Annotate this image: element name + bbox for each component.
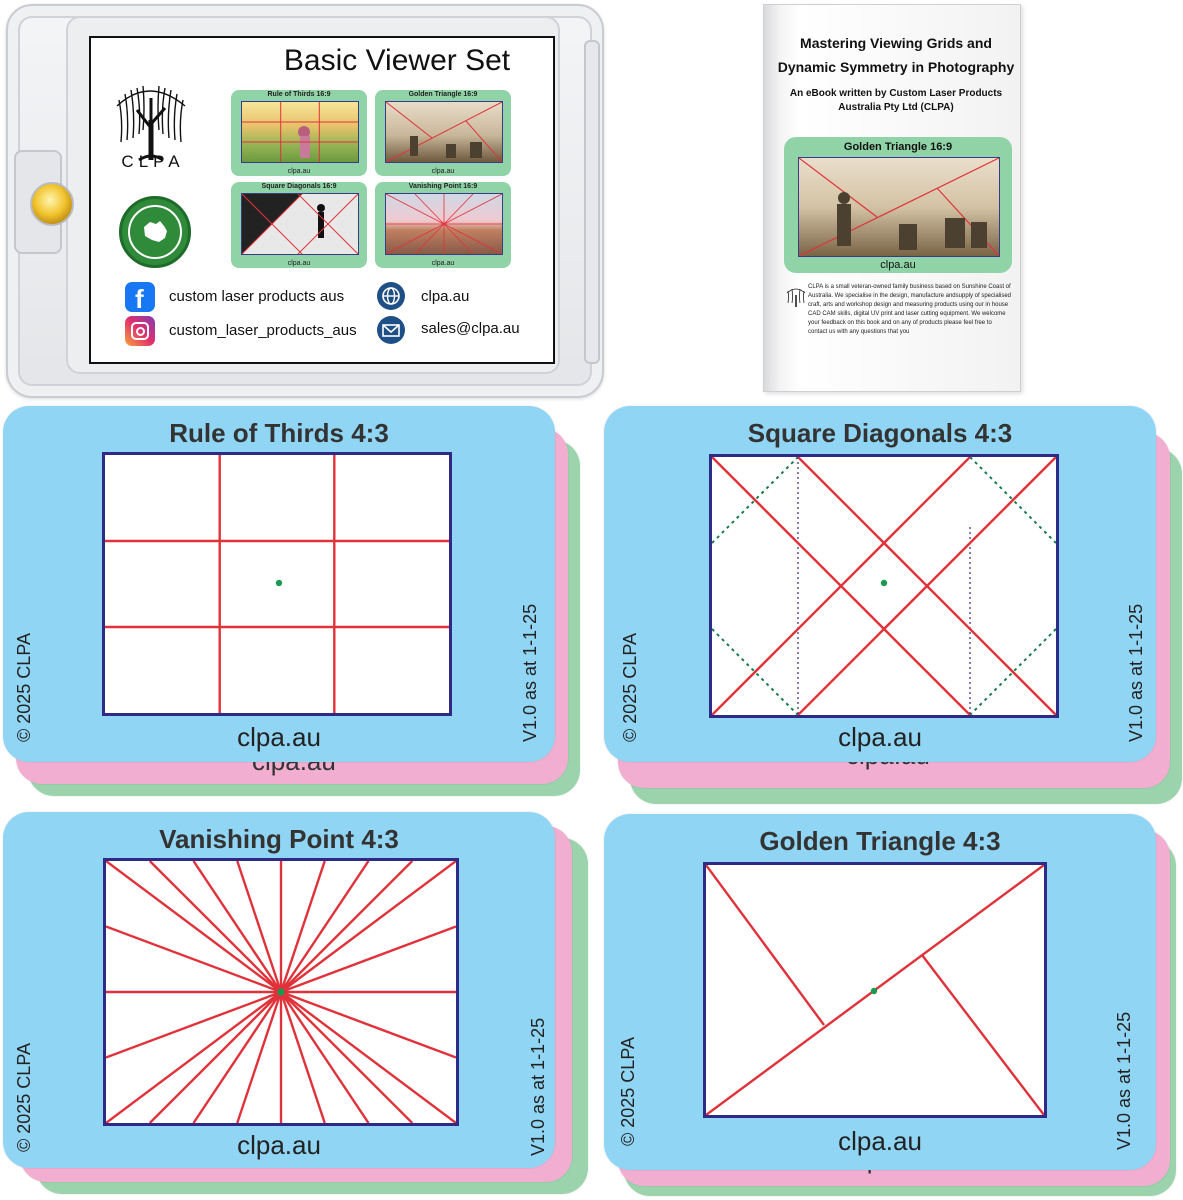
globe-icon[interactable] bbox=[377, 282, 405, 310]
website-link[interactable]: clpa.au bbox=[421, 288, 470, 305]
mini-card-square-diagonals: Square Diagonals 16:9 clpa.au bbox=[231, 182, 367, 268]
card-version: V1.0 as at 1-1-25 bbox=[520, 603, 540, 742]
book-tree-logo-icon bbox=[786, 288, 806, 307]
card-footer-url: clpa.au bbox=[237, 1130, 321, 1160]
book-title: Mastering Viewing Grids and Dynamic Symm… bbox=[777, 35, 1015, 75]
grid-frame bbox=[102, 452, 452, 716]
viewer-set-insert: Basic Viewer Set CLPA Rule of Thirds 16:… bbox=[89, 36, 555, 364]
center-dot bbox=[870, 987, 878, 995]
facebook-handle[interactable]: custom laser products aus bbox=[169, 288, 345, 305]
grid-frame bbox=[709, 454, 1059, 718]
card-copyright: © 2025 CLPA bbox=[620, 633, 640, 742]
insert-title: Basic Viewer Set bbox=[283, 44, 511, 77]
card-copyright: © 2025 CLPA bbox=[14, 1043, 34, 1152]
willow-tree-logo-icon bbox=[116, 85, 186, 162]
card-square-diagonals: Square Diagonals 4:3 clpa.au bbox=[604, 406, 1156, 762]
card-copyright: © 2025 CLPA bbox=[618, 1037, 638, 1146]
mini-card-golden-triangle: Golden Triangle 16:9 clpa.au bbox=[375, 90, 511, 176]
book-soldiers-photo bbox=[798, 157, 1000, 257]
facebook-icon[interactable]: f bbox=[125, 282, 155, 314]
brand-wordmark: CLPA bbox=[121, 152, 185, 171]
book-cover-card: Golden Triangle 16:9 clpa.au bbox=[784, 137, 1012, 273]
instagram-icon[interactable] bbox=[125, 316, 155, 346]
square-diagonals-grid bbox=[711, 456, 1057, 716]
card-version: V1.0 as at 1-1-25 bbox=[1126, 603, 1146, 742]
bw-silhouette-photo bbox=[241, 193, 359, 255]
center-dot bbox=[277, 988, 285, 996]
vanishing-point-grid bbox=[105, 860, 457, 1124]
card-title: Square Diagonals 4:3 bbox=[747, 418, 1013, 448]
made-in-australia-badge-icon bbox=[119, 196, 191, 268]
ebook-cover: Mastering Viewing Grids and Dynamic Symm… bbox=[763, 4, 1021, 392]
center-dot bbox=[880, 579, 888, 587]
email-link[interactable]: sales@clpa.au bbox=[421, 320, 520, 337]
card-copyright: © 2025 CLPA bbox=[14, 633, 34, 742]
golden-triangle-grid bbox=[705, 864, 1045, 1116]
grid-frame bbox=[103, 858, 459, 1126]
card-footer-url: clpa.au bbox=[838, 1126, 922, 1156]
meadow-photo bbox=[241, 101, 359, 163]
case-side-slot bbox=[584, 40, 600, 364]
center-dot bbox=[275, 579, 283, 587]
grid-frame bbox=[703, 862, 1047, 1118]
card-version: V1.0 as at 1-1-25 bbox=[528, 1017, 548, 1156]
card-version: V1.0 as at 1-1-25 bbox=[1114, 1011, 1134, 1150]
australia-map-icon bbox=[144, 221, 167, 242]
card-rule-of-thirds: Rule of Thirds 4:3 clpa.au bbox=[3, 406, 555, 762]
soldiers-photo bbox=[385, 101, 503, 163]
email-icon[interactable] bbox=[377, 316, 405, 344]
card-title: Vanishing Point 4:3 bbox=[159, 824, 399, 854]
card-title: Rule of Thirds 4:3 bbox=[169, 418, 389, 448]
mini-card-rule-of-thirds: Rule of Thirds 16:9 clpa.au bbox=[231, 90, 367, 176]
book-blurb: CLPA is a small veteran-owned family bus… bbox=[808, 284, 1012, 335]
card-footer-url: clpa.au bbox=[838, 722, 922, 752]
card-title: Golden Triangle 4:3 bbox=[759, 826, 1001, 856]
card-footer-url: clpa.au bbox=[237, 722, 321, 752]
book-subtitle: An eBook written by Custom Laser Product… bbox=[789, 88, 1003, 113]
rule-of-thirds-grid bbox=[105, 455, 449, 713]
card-golden-triangle: Golden Triangle 4:3 clpa.au bbox=[604, 814, 1156, 1170]
case-screw-icon bbox=[30, 182, 74, 226]
instagram-handle[interactable]: custom_laser_products_aus bbox=[169, 322, 357, 339]
mini-card-vanishing-point: Vanishing Point 16:9 clpa.au bbox=[375, 182, 511, 268]
card-vanishing-point: Vanishing Point 4:3 clpa.au bbox=[3, 812, 555, 1168]
pier-photo bbox=[385, 193, 503, 255]
